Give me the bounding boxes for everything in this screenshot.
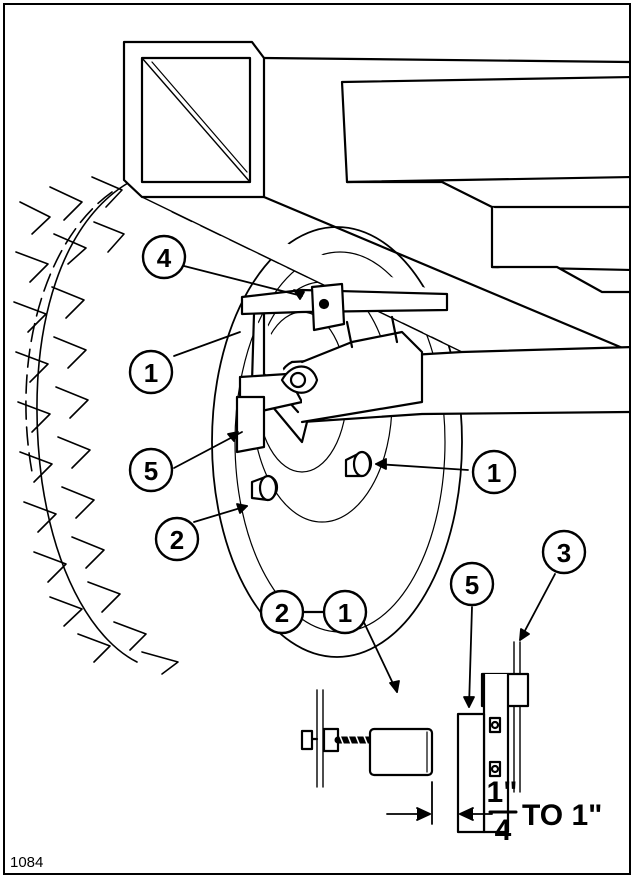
dimension-numerator: 1" <box>487 776 518 809</box>
callout-label: 4 <box>157 243 172 273</box>
callout-label: 2 <box>275 598 289 628</box>
callout-5-detail: 5 <box>449 561 495 607</box>
leader-lines <box>173 265 556 708</box>
callout-label: 1 <box>487 458 501 488</box>
callout-5-left: 5 <box>128 447 174 493</box>
brake-adjustment-diagram: 4 1 5 2 1 2 1 5 3 1" 4 TO 1" <box>13 40 629 847</box>
adjuster-bolts <box>250 450 373 502</box>
callout-label: 5 <box>465 570 479 600</box>
callout-1-left: 1 <box>128 349 174 395</box>
callout-label: 1 <box>144 358 158 388</box>
callout-label: 5 <box>144 456 158 486</box>
callout-2-left: 2 <box>154 516 200 562</box>
callout-label: 1 <box>338 598 352 628</box>
actuator-assembly <box>235 282 449 454</box>
dimension-denominator: 4 <box>495 814 512 847</box>
callout-3-detail: 3 <box>541 529 587 575</box>
dimension-label: 1" 4 TO 1" <box>487 776 603 847</box>
tire-tread <box>13 171 179 675</box>
callout-4-top: 4 <box>141 234 187 280</box>
figure-number: 1084 <box>10 854 44 871</box>
callout-label: 3 <box>557 538 571 568</box>
crossmembers <box>340 75 629 294</box>
callout-1-right: 1 <box>471 449 517 495</box>
callout-2-1-detail: 2 1 <box>259 589 368 635</box>
frame-rail <box>122 40 629 355</box>
detail-adjuster <box>300 689 434 788</box>
dimension-lines <box>386 781 493 825</box>
dimension-suffix: TO 1" <box>522 799 602 832</box>
figure-frame: 4 1 5 2 1 2 1 5 3 1" 4 TO 1" <box>3 3 631 875</box>
callout-label: 2 <box>170 525 184 555</box>
